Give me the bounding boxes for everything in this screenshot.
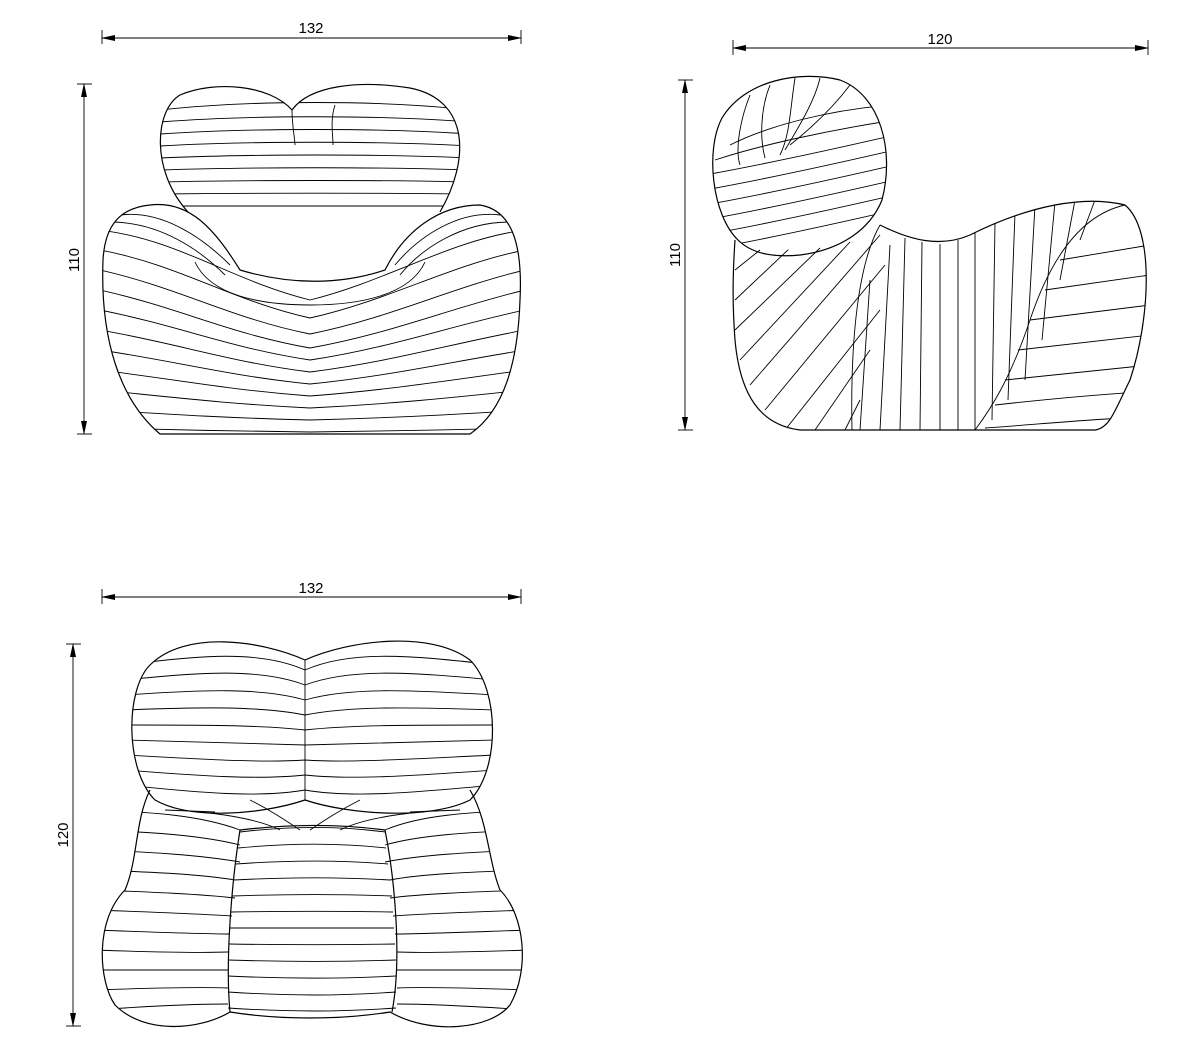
side-chair-drawing	[712, 75, 1147, 431]
side-height-label: 110	[667, 243, 684, 267]
front-height-dimension: 110	[66, 83, 92, 435]
front-width-label: 132	[298, 20, 323, 37]
top-width-dimension: 132	[101, 580, 522, 604]
front-height-label: 110	[66, 248, 83, 272]
side-view: 120 110	[667, 31, 1149, 431]
side-height-dimension: 110	[667, 79, 693, 431]
front-view: 132 110	[66, 20, 522, 435]
top-view: 132 120	[55, 580, 523, 1028]
side-width-label: 120	[927, 31, 952, 48]
front-width-dimension: 132	[101, 20, 522, 44]
top-height-label: 120	[55, 822, 72, 847]
top-width-label: 132	[298, 580, 323, 597]
front-chair-drawing	[102, 83, 522, 435]
side-width-dimension: 120	[732, 31, 1149, 55]
top-chair-drawing	[101, 640, 523, 1028]
top-height-dimension: 120	[55, 643, 81, 1027]
